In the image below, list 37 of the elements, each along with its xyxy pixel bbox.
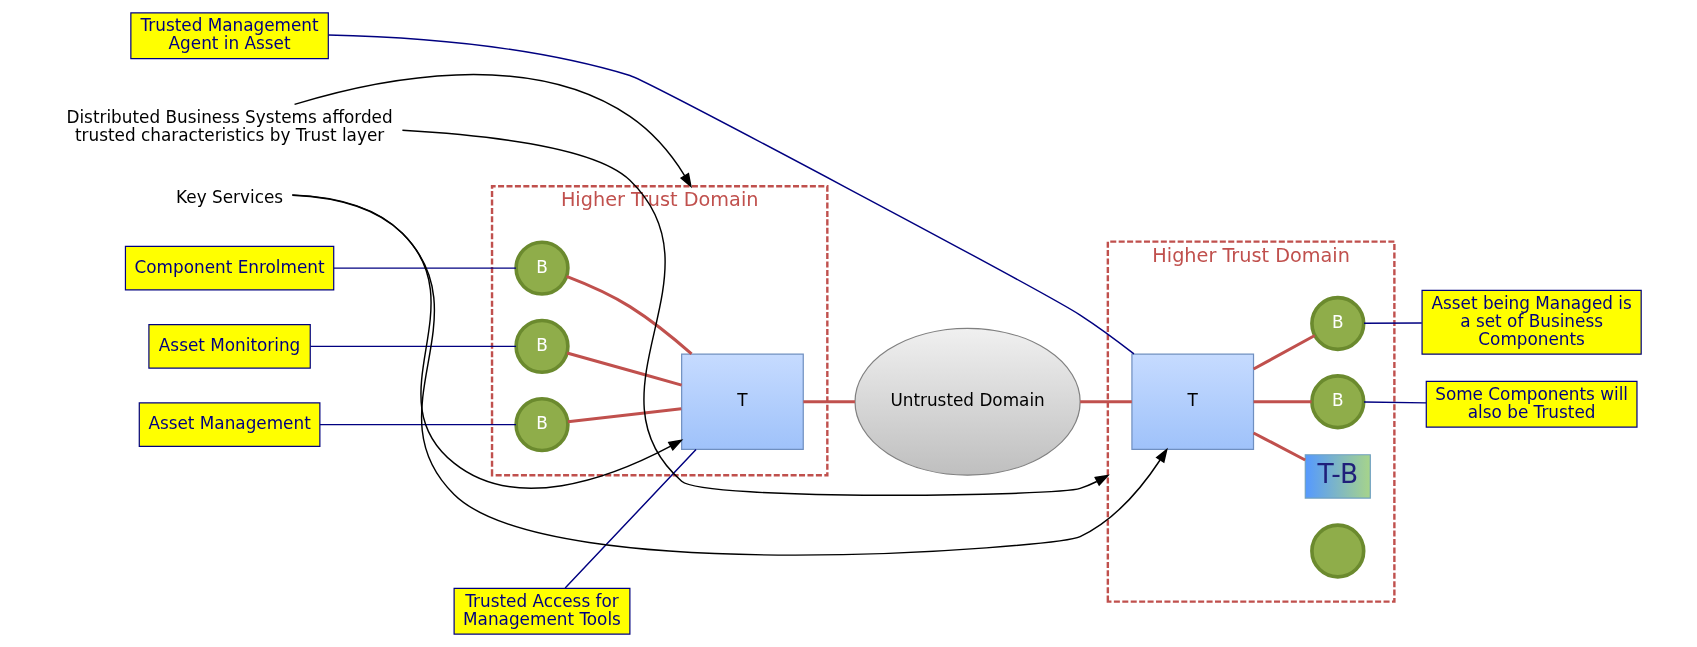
connector [318, 423, 517, 426]
connector [563, 448, 697, 589]
node-ellipse: Untrusted Domain [853, 327, 1081, 476]
connector [566, 351, 682, 387]
node-box: Asset Monitoring [147, 324, 311, 369]
node-circle: B [1309, 295, 1365, 352]
node-box: Component Enrolment [124, 245, 334, 291]
connector [567, 407, 681, 424]
connector [802, 400, 855, 404]
connector [309, 345, 517, 348]
connector [1252, 334, 1315, 371]
node-circle: B [513, 318, 570, 375]
node-box: T-B [1304, 454, 1371, 499]
node-box: T [1130, 353, 1254, 450]
node-text: Distributed Business Systems afforded trusted characteristics by Trust layer [65, 106, 393, 145]
node-box: Asset Management [138, 402, 320, 447]
node-circle: B [513, 396, 570, 453]
arrow [293, 74, 692, 189]
connector [1362, 401, 1427, 404]
connector [332, 267, 517, 269]
connector [565, 274, 693, 356]
arrow [401, 129, 1110, 496]
connector [327, 34, 1135, 355]
connector [1253, 400, 1312, 404]
node-circle: B [1309, 374, 1365, 430]
connector [1362, 322, 1422, 325]
connector [1079, 400, 1132, 404]
node-box: T [680, 353, 804, 450]
arrow [291, 194, 1168, 556]
node-circle: B [513, 240, 570, 296]
node-box: Trusted Access for Management Tools [453, 587, 630, 635]
node-box: Asset being Managed is a set of Business Components [1420, 289, 1642, 355]
node-circle [1309, 523, 1365, 579]
node-box: Trusted Management Agent in Asset [129, 12, 329, 60]
node-text: Key Services [175, 186, 283, 207]
node-box: Some Components will also be Trusted [1425, 380, 1638, 428]
connector [1252, 431, 1306, 462]
